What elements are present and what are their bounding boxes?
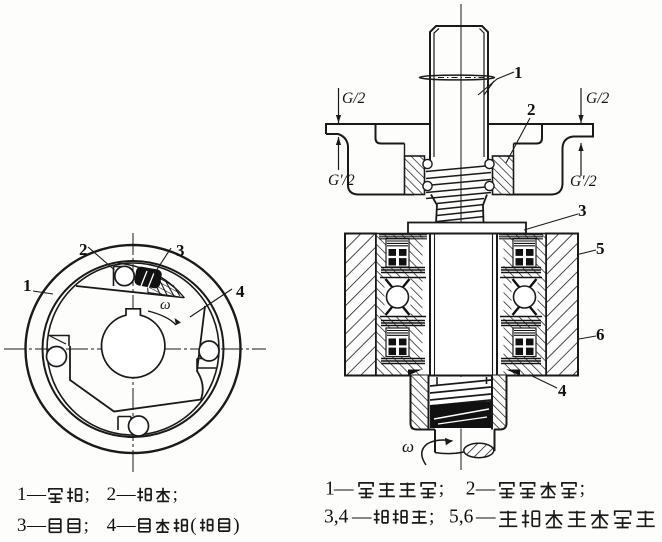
svg-text:G'/2: G'/2 xyxy=(570,173,597,190)
svg-text:G/2: G/2 xyxy=(342,90,366,107)
svg-text:;: ; xyxy=(85,484,90,505)
svg-text:5: 5 xyxy=(596,239,605,258)
svg-text:—: — xyxy=(26,515,47,536)
svg-text:—: — xyxy=(351,507,372,528)
svg-text:5,6: 5,6 xyxy=(449,507,474,528)
svg-text:2: 2 xyxy=(107,484,117,505)
svg-text:;: ; xyxy=(173,484,178,505)
svg-text:;: ; xyxy=(439,479,444,500)
svg-text:1: 1 xyxy=(325,479,335,500)
svg-text:—: — xyxy=(333,479,354,500)
svg-text:3: 3 xyxy=(578,201,587,220)
svg-text:1: 1 xyxy=(17,484,27,505)
svg-text:6: 6 xyxy=(596,325,605,344)
svg-text:4: 4 xyxy=(236,282,245,301)
svg-text:ω: ω xyxy=(402,437,414,456)
svg-text:(: ( xyxy=(190,515,196,536)
svg-text:3: 3 xyxy=(17,515,27,536)
svg-text:2: 2 xyxy=(79,240,88,259)
svg-text:G'/2: G'/2 xyxy=(328,172,355,189)
svg-text:—: — xyxy=(116,484,137,505)
svg-text:;: ; xyxy=(429,507,434,528)
svg-text:): ) xyxy=(233,515,239,536)
svg-text:1: 1 xyxy=(514,63,523,82)
svg-text:3,4: 3,4 xyxy=(324,507,349,528)
svg-text:G/2: G/2 xyxy=(586,90,610,107)
svg-text:;: ; xyxy=(84,515,89,536)
svg-text:2: 2 xyxy=(466,479,476,500)
svg-text:—: — xyxy=(475,507,496,528)
svg-text:—: — xyxy=(116,515,137,536)
svg-text:4: 4 xyxy=(107,515,117,536)
svg-text:2: 2 xyxy=(527,100,536,119)
svg-text:4: 4 xyxy=(558,381,567,400)
svg-text:;: ; xyxy=(580,479,585,500)
svg-text:1: 1 xyxy=(23,276,32,295)
svg-text:ω: ω xyxy=(160,297,171,313)
svg-text:3: 3 xyxy=(176,241,185,260)
svg-text:—: — xyxy=(475,479,496,500)
svg-text:—: — xyxy=(26,484,47,505)
